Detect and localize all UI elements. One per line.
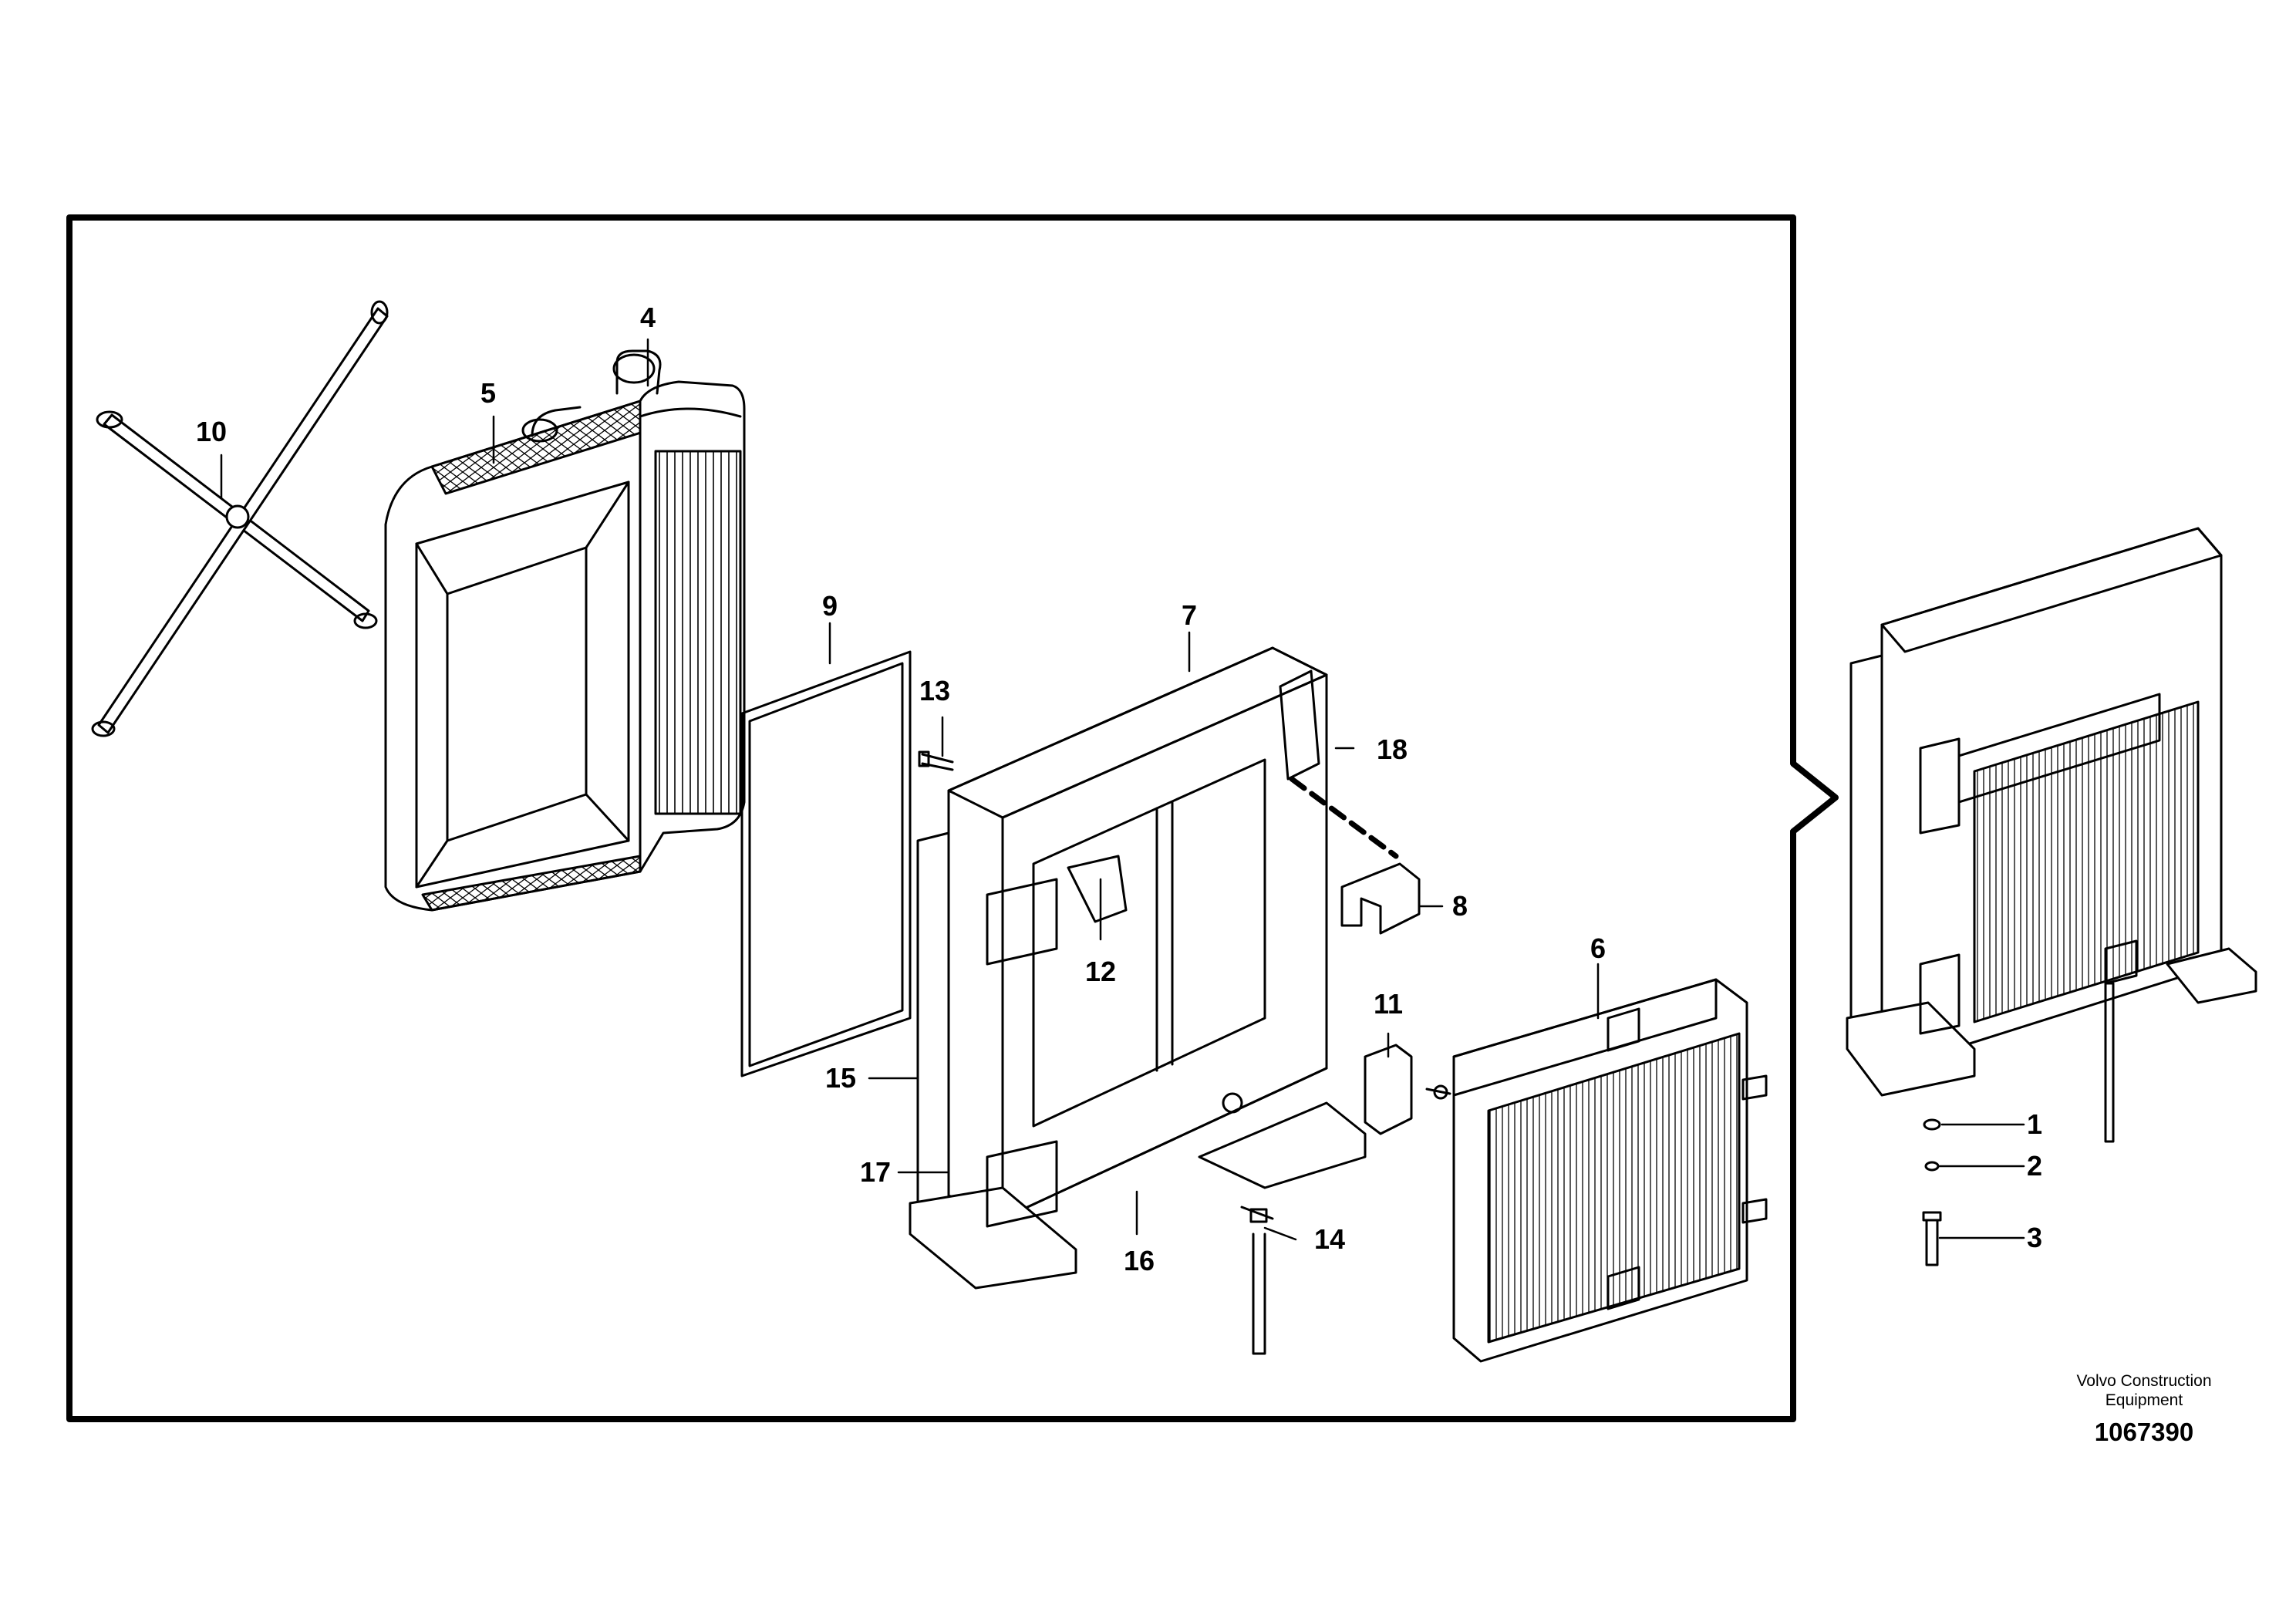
part-13-screw: [918, 750, 954, 771]
callout-5: 5: [480, 377, 497, 409]
part-5-radiator: [384, 400, 657, 912]
diagram-border: [66, 214, 1839, 1422]
part-11-bracket: [1364, 1044, 1451, 1135]
callout-15: 15: [824, 1062, 857, 1094]
callout-18: 18: [1376, 733, 1408, 765]
part-6-oil-cooler: [1452, 978, 1768, 1363]
callout-8: 8: [1451, 890, 1468, 922]
brand-name: Volvo Construction Equipment: [2076, 1372, 2212, 1410]
callout-11: 11: [1373, 988, 1404, 1020]
callout-3: 3: [2026, 1222, 2043, 1253]
drawing-number: 1067390: [2094, 1418, 2194, 1446]
part-8-bracket: [1289, 776, 1421, 935]
parts-1-2-3-fasteners: [1922, 1118, 1942, 1266]
assembled-cooler-unit: [1846, 527, 2257, 1143]
callout-17: 17: [859, 1156, 892, 1188]
callout-2: 2: [2026, 1150, 2043, 1182]
part-10-x-brace: [91, 300, 389, 737]
callout-1: 1: [2026, 1108, 2043, 1140]
callout-6: 6: [1590, 932, 1607, 964]
callout-12: 12: [1084, 956, 1117, 987]
part-9-seal-frame: [740, 650, 912, 1077]
callout-14: 14: [1313, 1223, 1346, 1255]
callout-10: 10: [195, 416, 228, 447]
part-4-charge-air-cooler: [612, 349, 746, 873]
callout-7: 7: [1181, 599, 1198, 631]
callout-9: 9: [821, 590, 838, 622]
callout-16: 16: [1123, 1245, 1155, 1276]
part-14-sensor: [1240, 1206, 1274, 1355]
callout-13: 13: [919, 675, 951, 706]
part-7-cooler-frame: [909, 646, 1367, 1290]
callout-4: 4: [639, 302, 656, 333]
leader-lines: [220, 338, 2025, 1241]
